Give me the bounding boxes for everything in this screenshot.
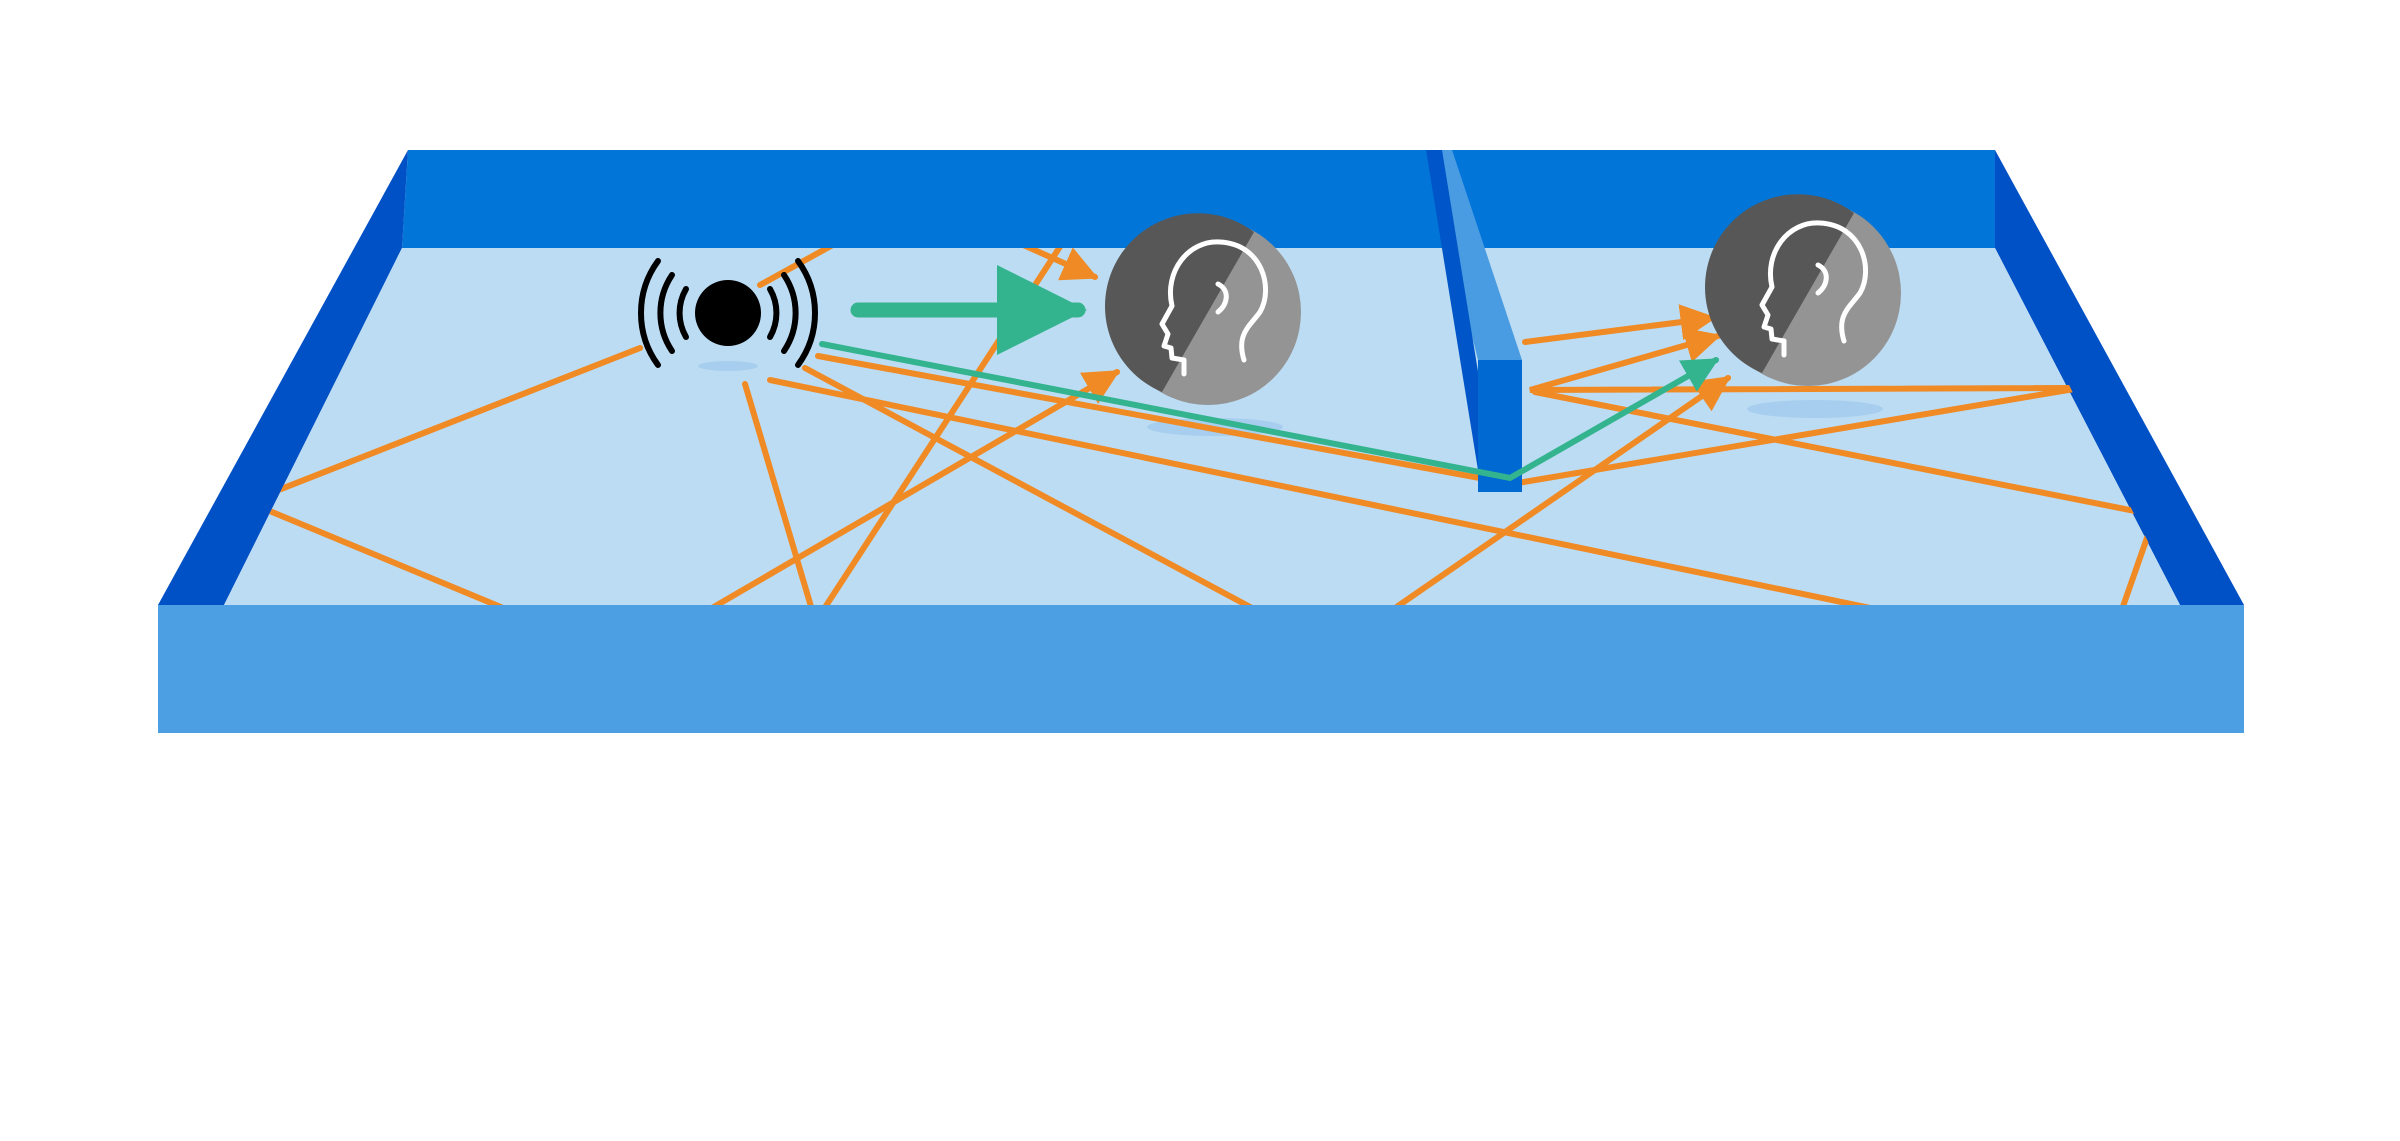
reflection-ray <box>1522 304 1717 345</box>
listener-behind-partition <box>1705 194 1901 386</box>
left-wall <box>158 150 408 605</box>
floor-shadows <box>698 361 1883 436</box>
speaker-emitting-sound-icon <box>638 258 818 368</box>
reflection-paths <box>239 248 2159 605</box>
reflection-ray <box>742 381 818 605</box>
right-wall <box>1995 150 2244 605</box>
reflection-ray <box>697 369 1121 605</box>
listener-far-shadow <box>1747 400 1883 418</box>
reflection-ray <box>817 248 1133 605</box>
front-wall <box>158 605 2244 733</box>
diffracted-path-around-partition <box>819 341 1720 482</box>
reflection-ray <box>1382 375 1731 605</box>
direct-paths <box>819 265 1720 482</box>
reflection-ray <box>802 365 1268 605</box>
reflection-ray <box>757 248 1099 288</box>
partition-end <box>1478 360 1522 492</box>
source-shadow <box>698 361 758 371</box>
human-head-profile-icon <box>1705 194 1901 386</box>
back-wall <box>402 150 1995 248</box>
listener-near <box>1105 213 1301 405</box>
sound-source <box>638 258 818 368</box>
partition-edge <box>1426 150 1494 470</box>
reflection-ray <box>767 377 1883 605</box>
partition-wall <box>1426 150 1522 492</box>
human-head-profile-icon <box>1105 213 1301 405</box>
